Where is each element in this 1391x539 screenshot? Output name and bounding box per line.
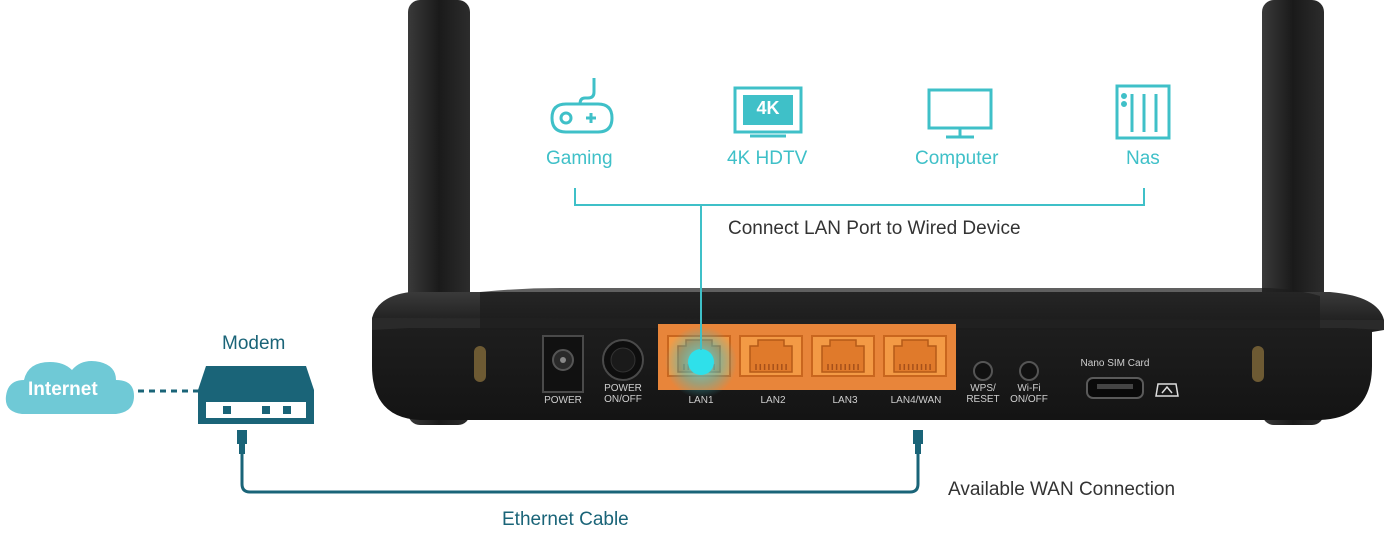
wifi-onoff-label-line2: ON/OFF [1010,394,1048,405]
power-onoff-label-line1: POWER [604,383,642,394]
wps-reset-label-line2: RESET [966,394,1000,405]
monitor-icon [927,88,993,139]
lan3-socket[interactable] [811,335,875,377]
lan2-socket[interactable] [739,335,803,377]
port-label-lan3: LAN3 [832,395,858,406]
device-bracket [574,188,1145,206]
device-label-4k-hdtv: 4K HDTV [727,148,808,169]
tv-4k-badge: 4K [756,98,780,118]
wifi-onoff-label-line1: Wi-Fi [1017,383,1041,394]
device-label-gaming: Gaming [546,148,613,169]
power-onoff-label-line2: ON/OFF [604,394,642,405]
port-label-lan2: LAN2 [760,395,786,406]
wan-caption: Available WAN Connection [948,479,1176,500]
modem-label: Modem [222,333,286,354]
lan4-wan-socket[interactable] [883,335,947,377]
modem-icon [198,366,314,424]
device-label-nas: Nas [1126,148,1160,169]
wps-reset-label: WPS/ RESET [958,383,1008,405]
internet-label: Internet [28,379,98,400]
ethernet-cable-label: Ethernet Cable [502,509,629,530]
wifi-onoff-label: Wi-Fi ON/OFF [1004,383,1054,405]
port-label-lan4-wan: LAN4/WAN [890,395,942,406]
tv-4k-icon [733,86,803,138]
power-jack-label: POWER [544,395,582,406]
cable-plug-router [913,430,923,454]
internet-cloud-icon [5,361,134,414]
nas-icon [1115,84,1171,140]
port-label-lan1: LAN1 [688,395,714,406]
wps-reset-label-line1: WPS/ [970,383,996,394]
device-label-computer: Computer [915,148,999,169]
wps-reset-button[interactable] [973,361,993,381]
lan-caption: Connect LAN Port to Wired Device [728,218,1021,239]
power-onoff-label: POWER ON/OFF [598,383,648,405]
wifi-onoff-button[interactable] [1019,361,1039,381]
sim-card-label: Nano SIM Card [1080,358,1150,369]
sim-eject-icon [1155,383,1179,397]
gamepad-icon [550,78,614,134]
cable-plug-modem [237,430,247,454]
ethernet-cable [240,452,920,494]
